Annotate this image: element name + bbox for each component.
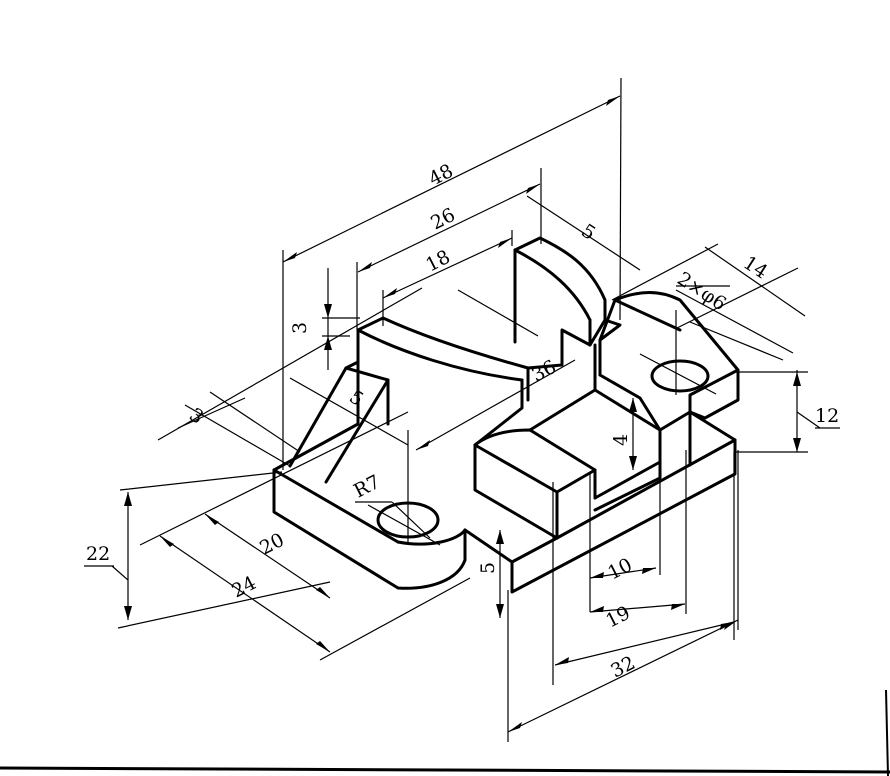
center-line-upper [457, 289, 539, 337]
right-ear-front [688, 368, 740, 414]
hole-right [650, 359, 710, 393]
rib-top-cap [344, 360, 360, 370]
base-left-ear-top [396, 528, 467, 546]
dim-line-5-top [526, 195, 641, 271]
dim-label-10: 10 [604, 554, 636, 585]
dim-line-3-rib [177, 397, 246, 429]
groove-bottom [593, 460, 662, 500]
dim-label-hole-spec: 2×φ6 [673, 268, 730, 316]
leader-hole-spec [675, 289, 794, 354]
dim-line-48 [282, 95, 621, 263]
dimension-labels: 48 26 18 5 14 2×φ6 3 36 3 5 4 12 22 R7 2… [86, 160, 839, 683]
upright-top-arc-inner [356, 328, 524, 382]
ext-line-24 [319, 577, 471, 661]
rib-outline [288, 366, 390, 484]
dim-label-48: 48 [425, 160, 457, 191]
hole-center-line-b [689, 321, 784, 361]
dim-label-4: 4 [610, 434, 632, 446]
dim-line-26 [357, 183, 541, 273]
dim-label-5-base: 5 [477, 562, 499, 574]
dim-line-14 [704, 246, 806, 317]
right-ear-join [598, 373, 662, 432]
right-ear-top-line [613, 298, 682, 332]
dim-line-32 [554, 621, 735, 666]
dim-label-18: 18 [422, 246, 454, 277]
base-top-front-line [272, 468, 400, 544]
dim-line-19 [589, 603, 686, 613]
dim-label-20: 20 [256, 529, 288, 560]
dim-label-32: 32 [607, 652, 639, 683]
scan-border-right [885, 689, 889, 776]
dim-label-36: 36 [528, 356, 560, 387]
upright-top-arc [356, 316, 530, 370]
scan-border-bottom [0, 766, 890, 774]
dim-label-3-vertical: 3 [289, 322, 311, 334]
arrowheads [124, 96, 801, 732]
dim-line-18 [382, 237, 513, 299]
support-top-arc [513, 236, 607, 347]
front-block-curve [473, 428, 597, 472]
upright-lower-edge [473, 378, 524, 447]
leader-r7 [391, 501, 431, 539]
base-right-front [510, 438, 737, 594]
base-top-left-edge [272, 422, 360, 472]
front-block-face [473, 443, 559, 540]
dim-line-20 [204, 513, 331, 599]
support-notch [598, 318, 622, 342]
holes [376, 359, 710, 539]
ext-line-48-right [619, 77, 622, 321]
dim-label-14: 14 [739, 252, 771, 284]
ext-line-14-a [611, 243, 719, 301]
dim-label-26: 26 [427, 204, 459, 235]
hole-left [376, 501, 440, 539]
support-front [526, 318, 592, 370]
ext-line-3-rib-a [184, 404, 291, 467]
base-step-1 [510, 536, 559, 564]
part-outline [272, 236, 740, 594]
dim-label-r7: R7 [350, 471, 384, 503]
support-inner-arc [513, 248, 592, 322]
leader-12 [796, 411, 821, 429]
front-block-top [473, 443, 597, 500]
dim-line-bottom [507, 619, 739, 733]
dim-line-5-left [289, 377, 409, 446]
dim-label-22: 22 [86, 543, 110, 565]
dim-label-12: 12 [815, 405, 839, 427]
dim-line-36 [415, 359, 576, 451]
ext-line-3-rib-b [209, 391, 301, 453]
leader-22 [111, 565, 129, 581]
dimension-lines [84, 77, 840, 742]
dim-line-24 [159, 535, 331, 653]
dim-label-5-left: 5 [345, 386, 367, 411]
base-top-right-edge [555, 438, 737, 540]
dim-label-19: 19 [602, 602, 634, 633]
ext-line-14-b [676, 267, 799, 329]
ext-line-22-top [119, 471, 283, 491]
ext-line-22-bottom [117, 581, 331, 629]
